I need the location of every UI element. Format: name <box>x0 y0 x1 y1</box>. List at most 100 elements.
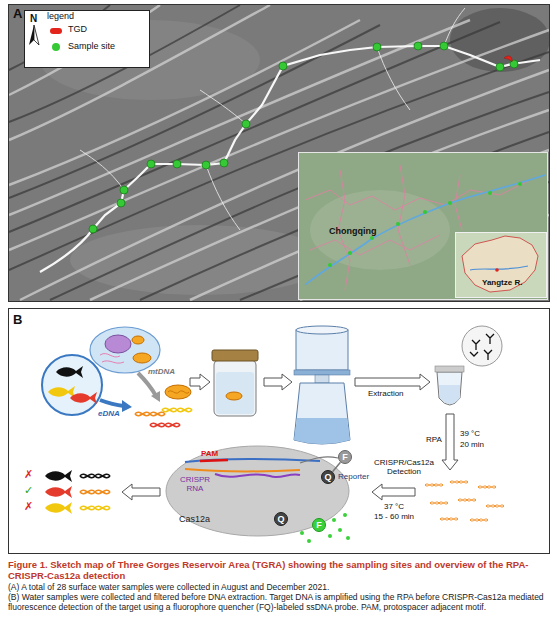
quencher-circle: Q <box>321 470 335 484</box>
north-label: N <box>30 13 37 24</box>
process-arrows-polygon <box>190 374 210 390</box>
condition-label: 15 - 60 min <box>374 513 414 522</box>
rpa-amplicons-use <box>425 484 443 486</box>
cas12a-complex-path <box>200 460 228 461</box>
extraction-tube-circle <box>462 326 502 366</box>
quencher-circle-shape <box>322 471 335 484</box>
sample-jar-rect <box>214 360 256 416</box>
organism-source <box>42 327 192 427</box>
fluorescence-signal-circle <box>300 531 304 535</box>
satellite-map-g-path <box>20 70 549 300</box>
organism-source-path <box>100 354 124 364</box>
detection-results-use <box>80 490 110 493</box>
cas12a-complex-path <box>300 457 338 463</box>
satellite-map-g-path <box>9 52 549 270</box>
node-text: Q <box>274 512 288 526</box>
step-label: CRISPR/Cas12a Detection <box>372 459 436 477</box>
fluorescence-signal-circle <box>307 539 311 543</box>
detection-results-use <box>45 470 72 482</box>
rpa-amplicons-use <box>470 519 488 521</box>
arrow-label: eDNA <box>98 410 120 419</box>
node-text: A <box>13 7 22 21</box>
satellite-map-g-circle <box>440 42 448 50</box>
satellite-map-g-path <box>190 150 549 300</box>
result-mark: ✗ <box>24 501 33 513</box>
organism-source-circle <box>42 355 102 415</box>
inset-map-g-path <box>398 165 410 265</box>
organism-source-ellipse <box>105 335 131 353</box>
step-label: RPA <box>426 436 442 445</box>
step-label: Extraction <box>368 390 404 399</box>
north-arrow-polygon <box>34 25 39 45</box>
extraction-tube-g-path <box>486 334 494 344</box>
inset-map-rect <box>299 153 547 299</box>
fluorophore-circle-shape <box>313 519 326 532</box>
sample-jar <box>212 350 258 416</box>
organism-source-use <box>48 386 75 398</box>
satellite-map-path <box>504 56 512 62</box>
rpa-amplicons-use <box>478 486 496 488</box>
satellite-map-g-path <box>9 5 240 122</box>
inset-map-g-circle <box>423 210 427 214</box>
sample-jar-rect <box>216 372 254 414</box>
inset-map-path <box>470 266 528 270</box>
organism-source-ellipse <box>165 385 191 399</box>
satellite-map-g <box>89 42 518 233</box>
sample-jar-rect <box>212 350 258 361</box>
rpa-amplicons-use <box>440 518 458 520</box>
fluorophore-circle: F <box>338 450 352 464</box>
caption-text: (A) A total of 28 surface water samples … <box>8 582 549 592</box>
node-text: Q <box>321 470 335 484</box>
organism-source-use <box>150 423 180 426</box>
inset-map-g-path <box>310 235 440 255</box>
fluorescence-signal-circle <box>328 534 332 538</box>
satellite-map-g-circle <box>279 62 287 70</box>
satellite-map-g-path <box>377 47 410 110</box>
node-text: F <box>312 518 326 532</box>
extraction-tube-g-path <box>470 352 478 356</box>
process-arrows-polygon <box>442 414 458 470</box>
cas12a-complex <box>185 457 338 477</box>
node-text: legend <box>47 12 74 22</box>
node-text: CRISPR RNA <box>177 476 213 494</box>
extraction-tube-g-path <box>472 340 480 350</box>
organism-source-ellipse <box>132 336 144 344</box>
satellite-map-g-circle <box>220 159 228 167</box>
inset-map-g-path <box>305 180 530 210</box>
china-inset-box: Yangtze R. <box>455 232 547 298</box>
organism-source-use <box>56 366 83 378</box>
process-arrows-polygon <box>355 374 430 390</box>
satellite-map-rect <box>9 5 549 301</box>
organism-source-ellipse <box>90 327 160 373</box>
satellite-map-g-circle <box>89 225 97 233</box>
satellite-map-g-circle <box>117 199 125 207</box>
rpa-amplicons-use <box>450 481 468 483</box>
satellite-map-g-path <box>90 110 549 300</box>
caption-text: (B) Water samples were collected and fil… <box>8 592 549 612</box>
inset-map-g-circle <box>396 222 400 226</box>
cas12a-complex-path <box>185 459 320 462</box>
satellite-map-g-circle <box>510 60 518 68</box>
legend-swatch <box>50 28 62 34</box>
figure-caption: Figure 1. Sketch map of Three Gorges Res… <box>8 559 549 612</box>
caption-title: Figure 1. Sketch map of Three Gorges Res… <box>8 559 549 581</box>
satellite-map-g-path <box>9 5 270 140</box>
process-arrows-polygon <box>122 484 160 500</box>
fluorescence-signal-circle <box>338 528 342 532</box>
satellite-map-g <box>9 5 549 300</box>
result-mark: ✓ <box>24 485 33 497</box>
satellite-map-g <box>9 5 549 300</box>
node-text: Chongqing <box>329 227 376 237</box>
inset-map-g <box>328 182 522 267</box>
satellite-map-g-path <box>50 92 549 300</box>
inset-map-g-circle <box>348 251 352 255</box>
cas12a-blob-shape <box>166 446 349 536</box>
organism-source-path <box>138 373 156 396</box>
extraction-tube-g-path <box>484 350 492 360</box>
satellite-map <box>9 5 550 301</box>
extraction-tube-rect <box>435 366 464 372</box>
satellite-map-g-circle <box>414 42 422 50</box>
